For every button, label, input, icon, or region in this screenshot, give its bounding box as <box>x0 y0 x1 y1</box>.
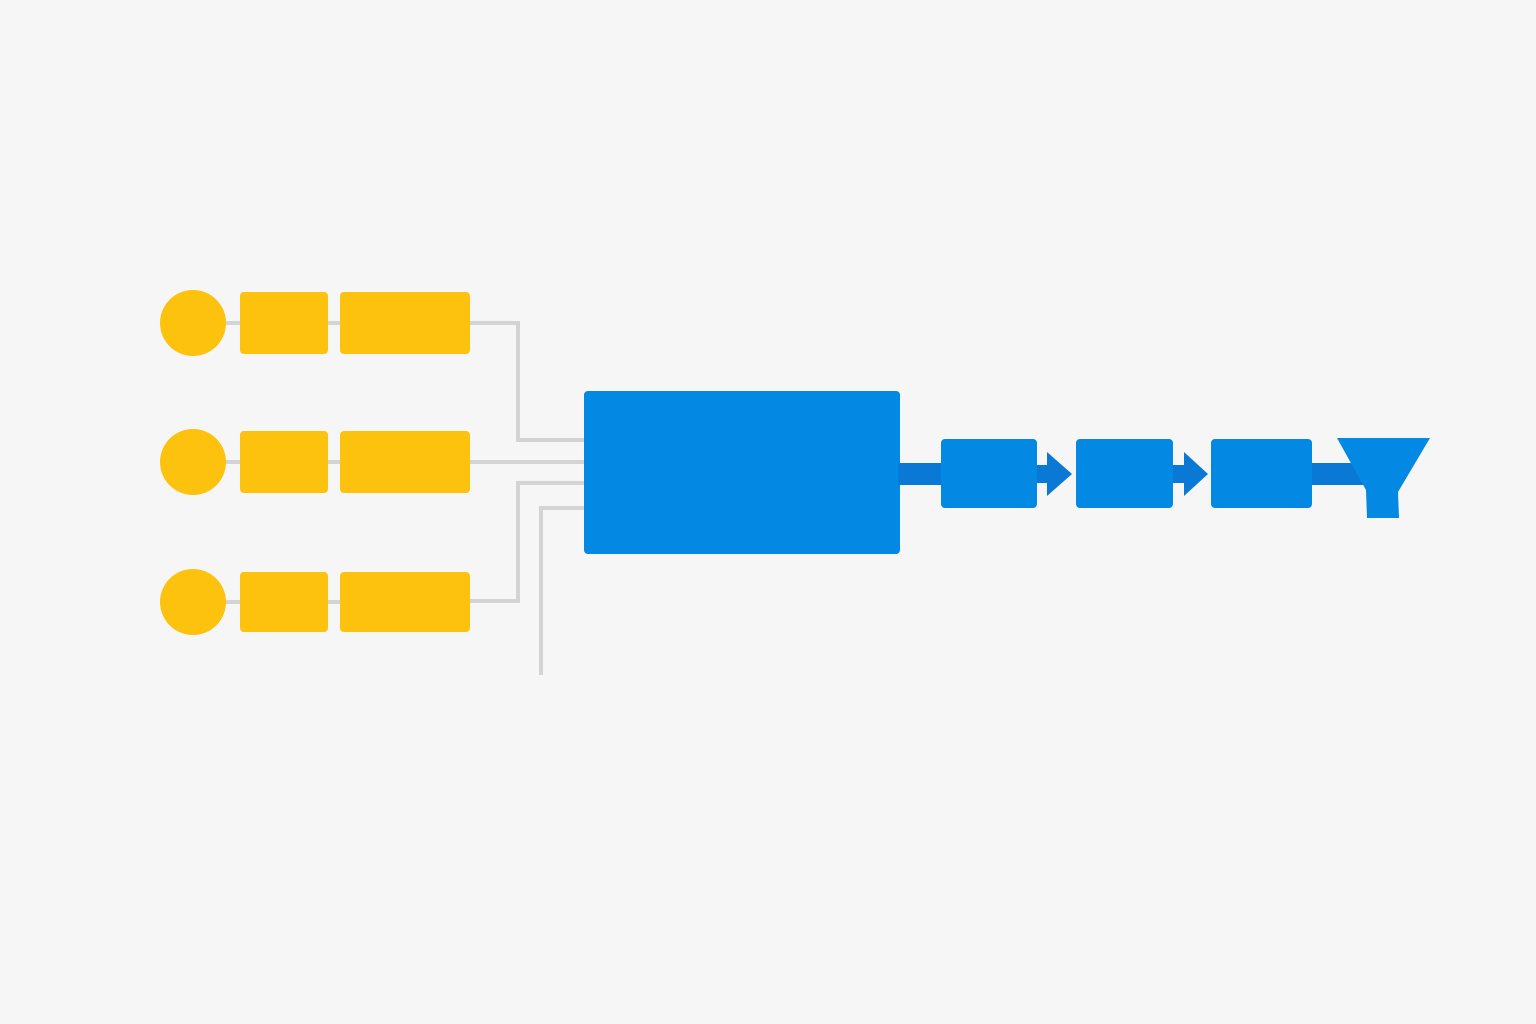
main-to-stage-1-connector <box>898 463 942 485</box>
stage-2-to-3-shaft <box>1172 465 1186 483</box>
source-circle-node <box>160 569 226 635</box>
source-circle-node <box>160 290 226 356</box>
main-process-block <box>584 391 900 554</box>
pipeline-connectors <box>898 452 1364 496</box>
input-box-1 <box>240 292 328 354</box>
connector-row-3 <box>470 481 585 603</box>
pipeline-stage-1 <box>941 439 1037 508</box>
connector-row-1 <box>470 321 585 442</box>
pipeline-stage-2 <box>1076 439 1173 508</box>
connector-extra-branch <box>539 506 585 675</box>
funnel-icon <box>1337 438 1430 518</box>
stage-1-to-2-shaft <box>1035 465 1049 483</box>
input-row-3 <box>160 569 470 635</box>
connector-lines <box>224 321 585 675</box>
arrow-right-icon <box>1184 452 1208 496</box>
input-box-2 <box>340 431 470 493</box>
arrow-right-icon <box>1047 452 1072 496</box>
input-row-1 <box>160 290 470 356</box>
input-row-2 <box>160 429 470 495</box>
input-box-2 <box>340 292 470 354</box>
input-box-1 <box>240 431 328 493</box>
input-box-2 <box>340 572 470 632</box>
source-circle-node <box>160 429 226 495</box>
pipeline-stage-3 <box>1211 439 1312 508</box>
input-box-1 <box>240 572 328 632</box>
stage-3-to-output-connector <box>1310 463 1364 485</box>
